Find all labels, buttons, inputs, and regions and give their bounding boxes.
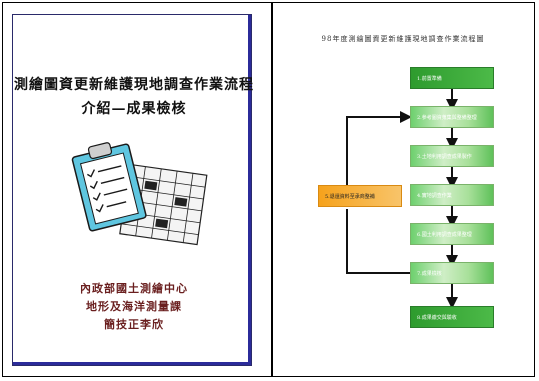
- cover-shadow-right: [248, 15, 251, 365]
- workflow-diagram: 98年度測繪圖資更新維護現地調查作業流程圖 1.前置準備 2.參考圖資蒐集與整備整…: [272, 4, 534, 370]
- document-table: [2, 2, 535, 377]
- report-cover: 測繪圖資更新維護現地調查作業流程 介紹—成果檢核: [4, 4, 264, 370]
- feedback-step-box: 5.退還資料至承商整補: [318, 185, 402, 207]
- flow-step-1: 1.前置準備: [410, 67, 494, 89]
- cover-org-line1: 內政部國土測繪中心: [80, 282, 188, 295]
- cover-shadow-bottom: [13, 362, 251, 365]
- flow-step-7: 8.成果繳交與驗收: [410, 306, 494, 328]
- flow-step-4: 4.實地調查作業: [410, 184, 494, 206]
- flow-step-3: 3.土地利用調查成果製作: [410, 145, 494, 167]
- column-divider: [271, 3, 273, 376]
- cover-title-line1: 測繪圖資更新維護現地調查作業流程: [14, 77, 254, 93]
- cover-frame: [12, 14, 252, 366]
- flow-step-5: 6.國土利用調查成果整理: [410, 223, 494, 245]
- cover-title-line2: 介紹—成果檢核: [81, 101, 187, 117]
- cover-org-line2: 地形及海洋測量課: [86, 300, 182, 313]
- flow-step-6: 7.成果檢核: [410, 262, 494, 284]
- cover-org-line3: 簡技正李欣: [104, 318, 164, 331]
- flow-step-2: 2.參考圖資蒐集與整備整理: [410, 106, 494, 128]
- flow-arrows: [346, 89, 458, 309]
- clipboard-spreadsheet-icon: [71, 142, 208, 246]
- flowchart-title: 98年度測繪圖資更新維護現地調查作業流程圖: [321, 35, 485, 43]
